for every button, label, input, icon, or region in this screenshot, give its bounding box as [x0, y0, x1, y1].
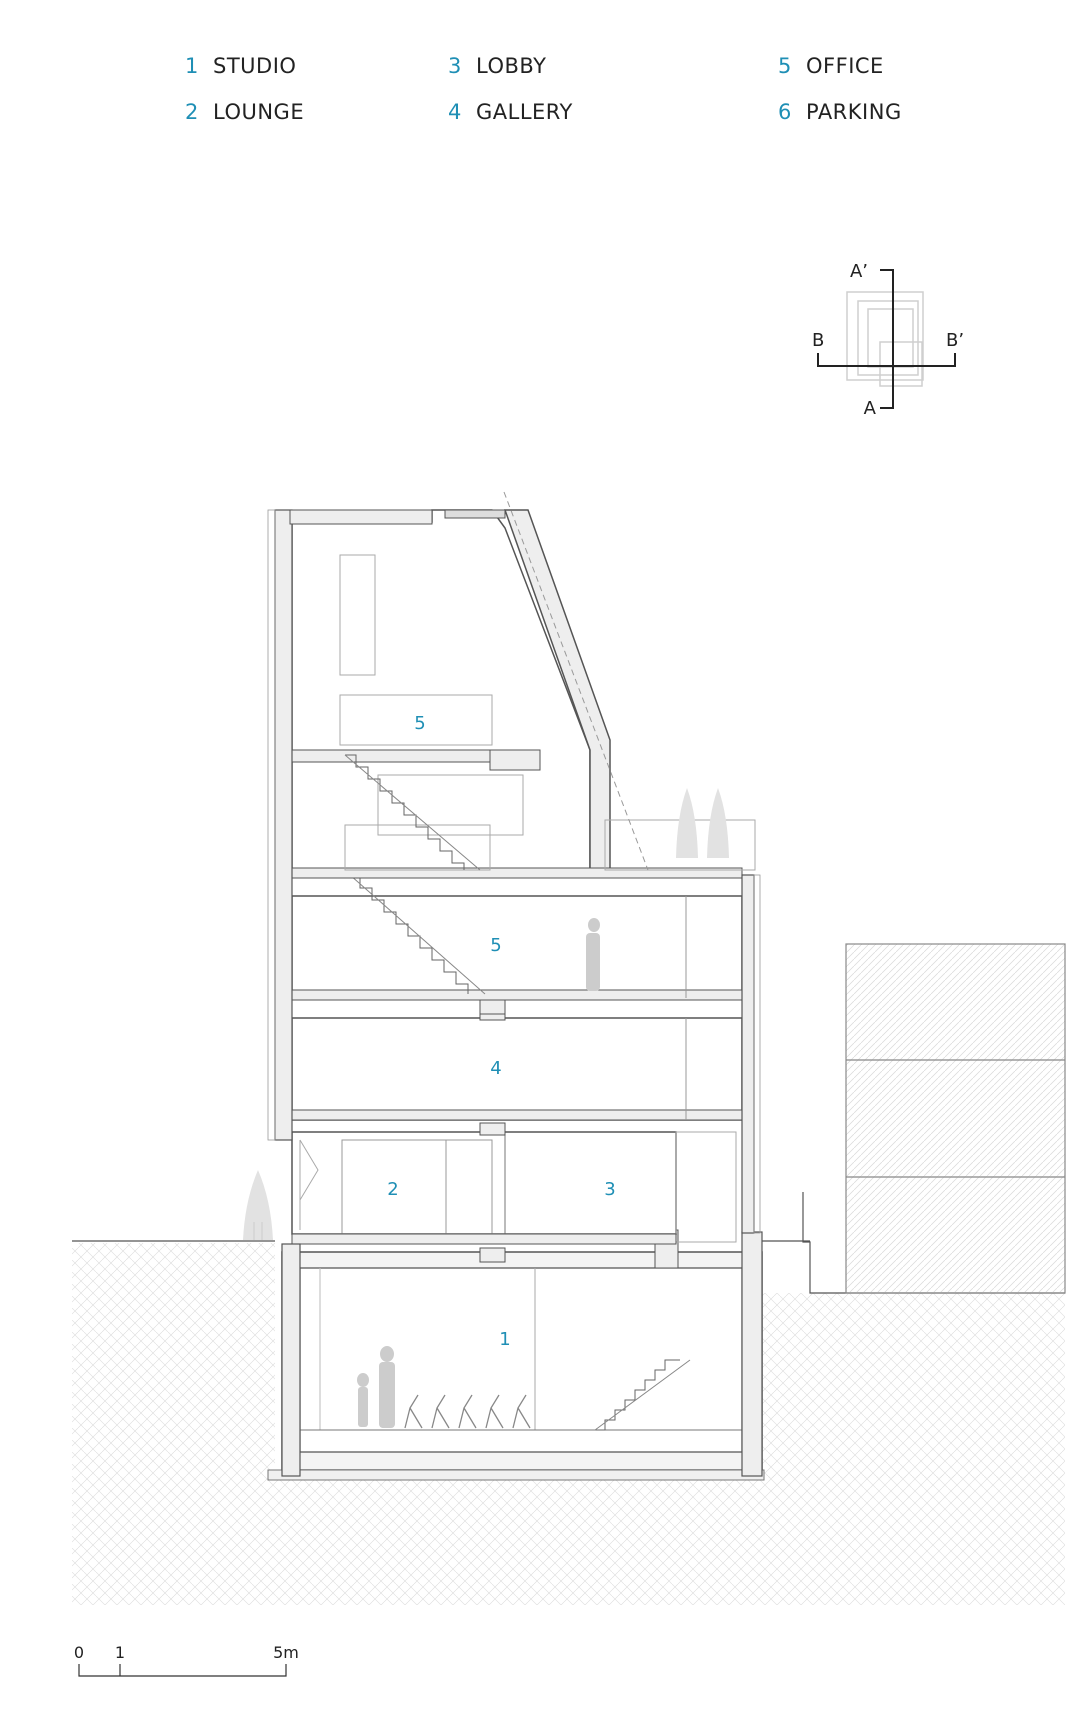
key-label-a-prime: A’: [850, 261, 868, 282]
scale-tick-0: 0: [74, 1643, 84, 1662]
room-tag-studio: 1: [499, 1329, 510, 1350]
legend-item-parking: 6 PARKING: [778, 100, 902, 124]
key-label-b-prime: B’: [946, 330, 964, 351]
legend-item-lounge: 2 LOUNGE: [185, 100, 304, 124]
scale-tick-1: 1: [115, 1643, 125, 1662]
scale-tick-5m: 5m: [273, 1643, 299, 1662]
legend-number: 1: [185, 54, 199, 78]
office-floor-lower: [291, 874, 743, 1015]
exterior-walls: [267, 509, 763, 1477]
room-tag-office-lower: 5: [490, 935, 501, 956]
room-tags: 5 5 4 2 3 1: [387, 713, 615, 1350]
office-floor-upper: [291, 491, 756, 879]
legend-item-studio: 1 STUDIO: [185, 54, 296, 78]
neighbour-building: [845, 943, 1066, 1294]
key-label-b: B: [812, 330, 824, 351]
scale-bar: 0 1 5m: [74, 1643, 299, 1677]
legend-label: OFFICE: [806, 54, 884, 78]
legend-item-lobby: 3 LOBBY: [448, 54, 546, 78]
ground-floor: [243, 1122, 737, 1245]
legend-number: 2: [185, 100, 199, 124]
ground: [72, 1192, 1065, 1605]
legend-number: 5: [778, 54, 792, 78]
legend-item-gallery: 4 GALLERY: [448, 100, 573, 124]
key-plan: A’ A B B’: [812, 261, 964, 419]
legend-number: 6: [778, 100, 792, 124]
legend-label: PARKING: [806, 100, 902, 124]
room-tag-office-upper: 5: [414, 713, 425, 734]
legend-number: 3: [448, 54, 462, 78]
gallery-floor: [291, 1007, 743, 1121]
key-label-a: A: [864, 398, 877, 419]
legend-label: LOUNGE: [213, 100, 305, 124]
basement-studio: [267, 1229, 765, 1481]
legend-label: LOBBY: [476, 54, 547, 78]
room-tag-lobby: 3: [604, 1179, 615, 1200]
room-tag-lounge: 2: [387, 1179, 398, 1200]
legend-label: STUDIO: [213, 54, 297, 78]
legend-label: GALLERY: [476, 100, 573, 124]
room-tag-gallery: 4: [490, 1058, 501, 1079]
legend-number: 4: [448, 100, 462, 124]
legend-item-office: 5 OFFICE: [778, 54, 884, 78]
